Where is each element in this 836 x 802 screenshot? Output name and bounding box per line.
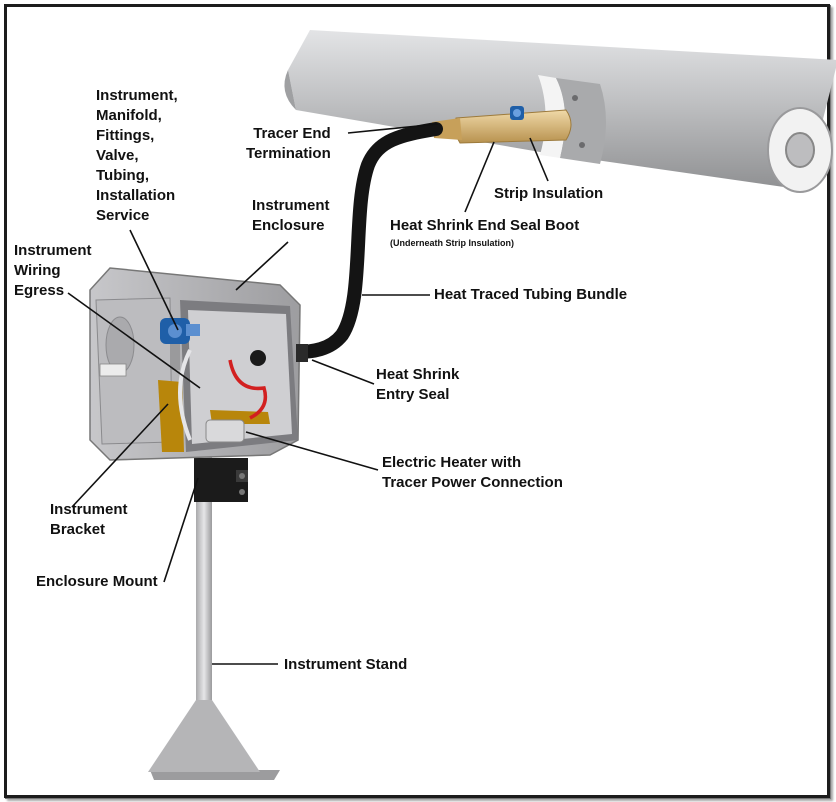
leader-tracer-end — [347, 123, 439, 134]
leader-wiring-egress — [67, 292, 201, 389]
electric-heater-shape — [205, 419, 245, 443]
valve-knob — [250, 350, 266, 366]
label-strip-insulation: Strip Insulation — [494, 185, 604, 202]
enclosure-mount — [194, 458, 248, 502]
label-heat-traced-tubing-bundle: Heat Traced Tubing Bundle — [434, 286, 628, 303]
enclosure — [89, 267, 308, 461]
red-wire — [228, 359, 268, 420]
label-instrument-stand: Instrument Stand — [284, 656, 408, 673]
leader-end-seal-boot — [464, 141, 495, 213]
leader-strip-insulation — [529, 137, 549, 182]
tracer-blue-fitting — [510, 106, 524, 120]
label-electric-heater: Electric Heater with Tracer Power Connec… — [382, 454, 563, 491]
leader-instrument — [129, 229, 179, 331]
leader-enclosure-mount — [163, 477, 199, 583]
label-underneath-strip-insulation: (Underneath Strip Insulation) — [390, 238, 515, 248]
instrument-stand — [148, 455, 280, 780]
leader-entry-seal — [311, 359, 375, 385]
label-heat-shrink-entry-seal: Heat Shrink Entry Seal — [376, 366, 460, 403]
leader-enclosure — [235, 241, 289, 291]
transmitter-shape — [160, 318, 200, 370]
label-instrument-wiring-egress: Instrument Wiring Egress — [14, 242, 92, 299]
instrument-bracket-shape — [158, 380, 184, 452]
label-instrument-enclosure: Instrument Enclosure — [252, 197, 330, 234]
label-instrument-manifold: Instrument, Manifold, Fittings, Valve, T… — [96, 87, 178, 224]
pipe-clamp-band — [556, 78, 606, 164]
tubing-bundle — [289, 122, 443, 359]
label-enclosure-mount: Enclosure Mount — [36, 573, 158, 590]
label-heat-shrink-end-seal-boot: Heat Shrink End Seal Boot — [390, 217, 580, 234]
leader-lines — [67, 123, 549, 665]
leader-bracket — [71, 403, 169, 508]
leader-heater — [245, 431, 379, 471]
entry-seal-shape — [296, 344, 308, 362]
label-instrument-bracket: Instrument Bracket — [50, 501, 128, 538]
label-tracer-end-termination: Tracer End Termination — [246, 125, 331, 162]
